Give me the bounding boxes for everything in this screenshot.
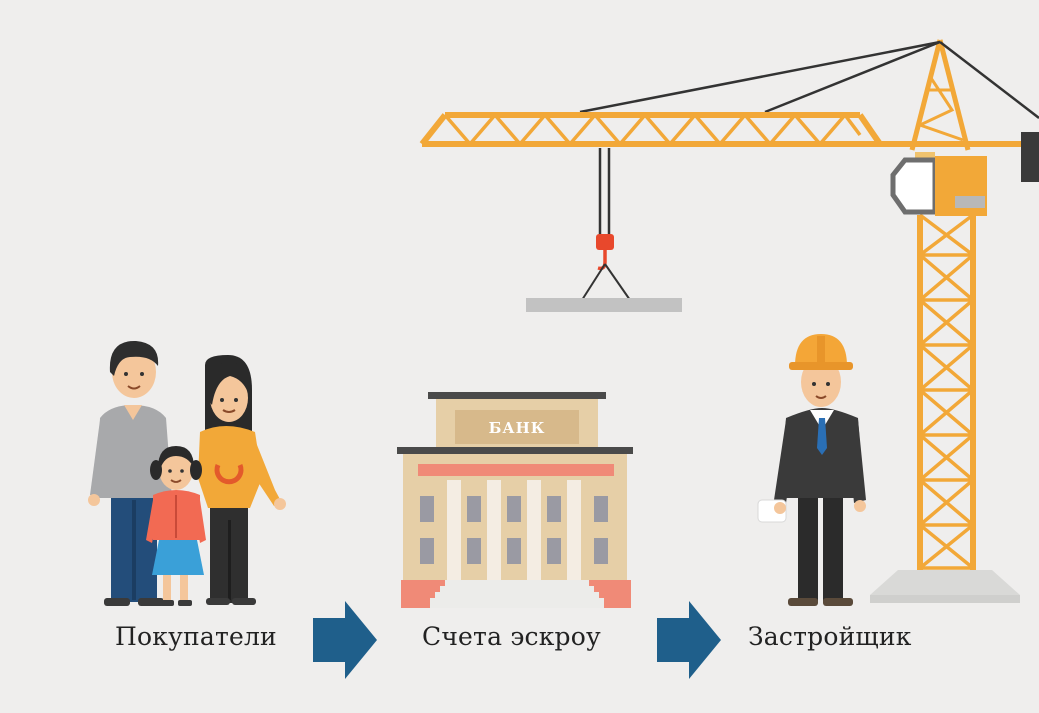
builder-icon xyxy=(757,334,866,606)
crane-icon xyxy=(419,39,1039,603)
step-label-buyers: Покупатели xyxy=(115,622,277,651)
step-label-developer: Застройщик xyxy=(748,622,912,651)
bank-icon: БАНК xyxy=(397,392,633,608)
arrow-right-icon xyxy=(313,601,377,679)
family-icon xyxy=(88,340,286,606)
bank-sign: БАНК xyxy=(489,419,546,437)
arrow-right-icon xyxy=(657,601,721,679)
step-label-escrow: Счета эскроу xyxy=(422,622,601,651)
